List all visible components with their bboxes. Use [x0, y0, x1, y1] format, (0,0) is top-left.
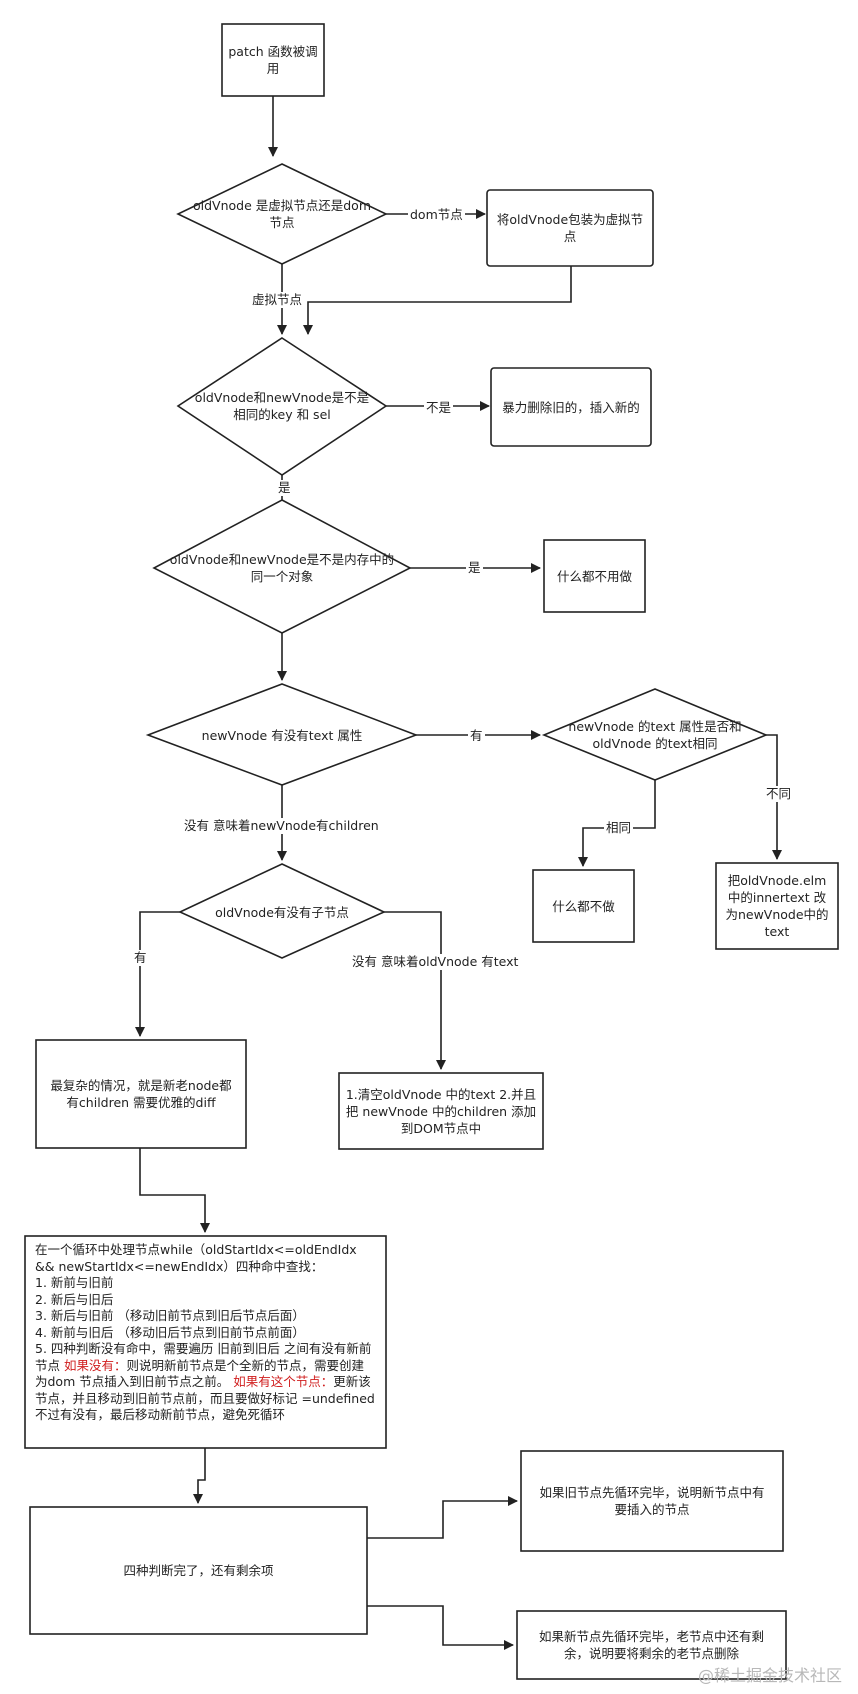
box-nothing2	[532, 869, 635, 943]
edge-label-not-equal: 不同	[764, 786, 794, 802]
box-old-first	[520, 1450, 784, 1552]
edge-label-has: 有	[468, 728, 485, 744]
box-wrap	[486, 189, 654, 267]
node-nothing2-text: 什么都不做	[552, 898, 615, 914]
node-has-text-text: newVnode 有没有text 属性	[201, 727, 363, 743]
edge-label-no-children-text: 没有 意味着oldVnode 有text	[350, 954, 521, 970]
edge-haschildren-to-clear	[384, 911, 446, 1070]
loop-line-4: 3. 新后与旧前 （移动旧前节点到旧后节点后面）	[35, 1308, 305, 1323]
node-loop-text: 在一个循环中处理节点while（oldStartIdx<=oldEndIdx &…	[25, 1238, 386, 1448]
loop-line-5: 4. 新前与旧后 （移动旧后节点到旧前节点前面）	[35, 1324, 305, 1340]
box-loop	[24, 1235, 387, 1449]
edge-textsame-to-settext	[766, 734, 782, 860]
edge-label-is-same: 是	[276, 480, 293, 496]
loop-line-3: 2. 新后与旧后	[35, 1291, 114, 1307]
loop-line-7-text: 则说明新前节点是个全新的节点，需要创建为dom 节点插入到旧前节点之前。	[35, 1357, 365, 1390]
edge-remain-to-newfirst	[367, 1605, 514, 1650]
edge-label-not-same: 不是	[424, 400, 454, 416]
node-old-first-text: 如果旧节点先循环完毕，说明新节点中有要插入的节点	[539, 1485, 765, 1517]
node-brute-text: 暴力删除旧的，插入新的	[502, 399, 640, 415]
box-remain	[29, 1506, 368, 1635]
edge-remain-to-oldfirst	[367, 1496, 518, 1539]
edge-label-is-same-obj: 是	[466, 560, 483, 576]
edge-label-no-text-children: 没有 意味着newVnode有children	[182, 818, 381, 834]
node-clear-add-text: 1.清空oldVnode 中的text 2.并且把 newVnode 中的chi…	[345, 1086, 537, 1136]
box-new-first	[516, 1610, 787, 1680]
node-remain-text: 四种判断完了，还有剩余项	[123, 1563, 274, 1578]
node-complex-text: 最复杂的情况，就是新老node都有children 需要优雅的diff	[50, 1078, 232, 1110]
loop-line-8-text: 更新该节点，并且移动到旧前节点前，而且要做好标记 =undefined 不过有没…	[35, 1374, 375, 1422]
box-nothing1	[543, 539, 646, 613]
node-nothing1-text: 什么都不用做	[556, 568, 632, 584]
edge-label-equal: 相同	[604, 820, 634, 836]
node-same-key-text: oldVnode和newVnode是不是相同的key 和 sel	[194, 390, 370, 422]
edge-complex-to-loop	[139, 1148, 210, 1233]
box-complex	[35, 1039, 247, 1149]
edge-label-has-children: 有	[132, 950, 149, 966]
box-brute	[490, 367, 652, 447]
edge-haschildren-to-complex	[135, 911, 180, 1037]
node-start-text: patch 函数被调用	[228, 44, 318, 76]
edge-loop-to-remain	[193, 1448, 206, 1504]
loop-red-if-none: 如果没有：	[63, 1357, 127, 1373]
node-text-same-text: newVnode 的text 属性是否和oldVnode 的text相同	[568, 719, 742, 751]
edge-wrap-to-samekey	[303, 266, 572, 335]
node-has-children-text: oldVnode有没有子节点	[215, 904, 349, 920]
loop-text-block: 在一个循环中处理节点while（oldStartIdx<=oldEndIdx &…	[35, 1242, 376, 1424]
node-same-obj-text: oldVnode和newVnode是不是内存中的同一个对象	[169, 552, 395, 584]
loop-line-6: 5. 四种判断没有命中，需要遍历 旧前到旧后 之间有没有新前节点 如果没有：则说…	[35, 1341, 376, 1424]
diamond-has-children	[178, 863, 386, 959]
loop-line-1: 在一个循环中处理节点while（oldStartIdx<=oldEndIdx &…	[35, 1242, 357, 1274]
edge-label-dom-node: dom节点	[408, 207, 465, 223]
node-set-text-text: 把oldVnode.elm中的innertext 改为newVnode中的tex…	[725, 873, 829, 939]
loop-line-2: 1. 新前与旧前	[35, 1275, 114, 1290]
node-is-vnode-text: oldVnode 是虚拟节点还是dom节点	[192, 198, 372, 230]
box-start	[221, 23, 325, 97]
box-clear-add	[338, 1072, 544, 1150]
node-new-first-text: 如果新节点先循环完毕，老节点中还有剩余，说明要将剩余的老节点删除	[538, 1629, 764, 1661]
loop-red-if-exists: 如果有这个节点：	[233, 1374, 334, 1389]
loop-line-6-text: 5. 四种判断没有命中，需要遍历 旧前到旧后 之间有没有新前节点	[35, 1341, 372, 1373]
node-wrap-text: 将oldVnode包装为虚拟节点	[496, 212, 644, 244]
box-set-text	[715, 862, 839, 950]
edge-label-virtual-node: 虚拟节点	[250, 292, 305, 308]
watermark-text: @稀土掘金技术社区	[697, 1666, 842, 1685]
